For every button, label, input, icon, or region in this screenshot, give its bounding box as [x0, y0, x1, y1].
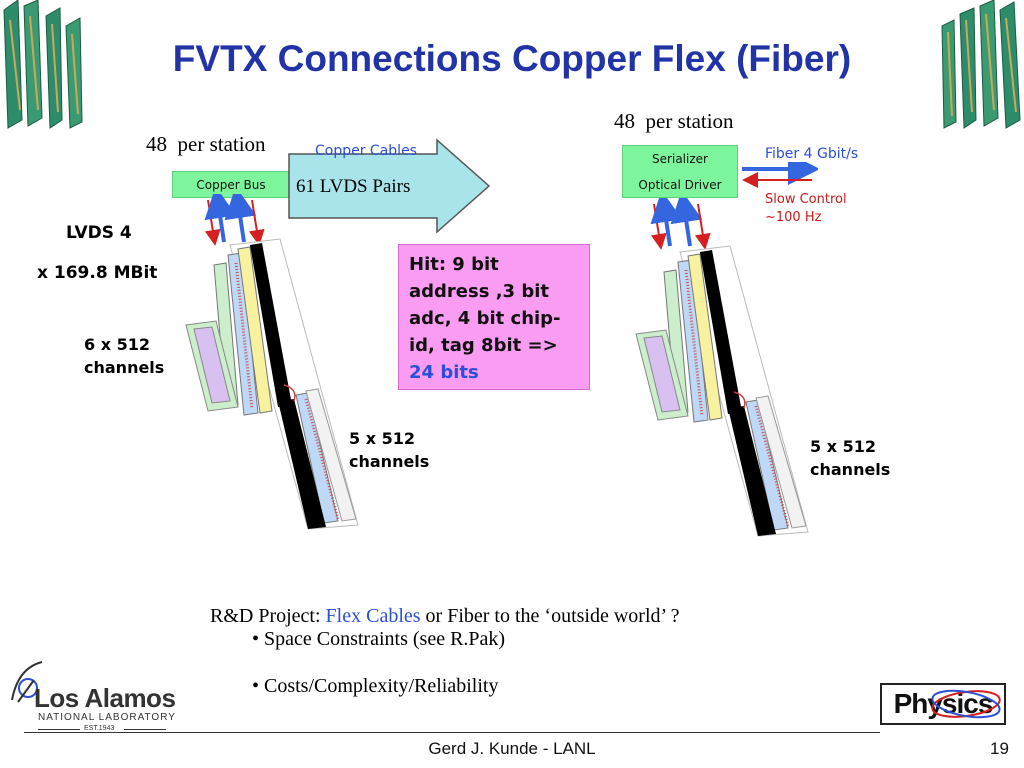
- project-bullet-1: • Space Constraints (see R.Pak): [252, 628, 506, 650]
- large-channels-line-1: 5 x 512: [349, 429, 415, 448]
- lanl-logo-rule-left: [38, 729, 80, 730]
- project-bullet-2: • Costs/Complexity/Reliability: [252, 675, 499, 697]
- project-highlight: Flex Cables: [325, 605, 421, 627]
- lanl-logo-subtitle: NATIONAL LABORATORY: [38, 712, 176, 723]
- copper-cables-label: Copper Cables: [315, 143, 417, 159]
- lanl-logo-icon: [11, 661, 43, 703]
- slow-control-line-1: Slow Control: [765, 192, 847, 207]
- physics-orbit-icon: [931, 689, 1001, 719]
- lvds-rate-line-1: LVDS 4: [66, 223, 132, 243]
- project-line: R&D Project: Flex Cables or Fiber to the…: [200, 582, 680, 628]
- right-channels-line-1: 5 x 512: [810, 437, 876, 456]
- large-channels-line-2: channels: [349, 452, 430, 471]
- slide-title: FVTX Connections Copper Flex (Fiber): [172, 38, 852, 79]
- left-signal-arrows: [204, 194, 265, 246]
- copper-bus-label: Copper Bus: [196, 177, 266, 192]
- small-channels-line-1: 6 x 512: [84, 335, 150, 354]
- lanl-logo-rule-right: [124, 729, 166, 730]
- page-number: 19: [990, 739, 1009, 758]
- project-suffix: or Fiber to the ‘outside world’ ?: [420, 605, 680, 627]
- lvds-pairs-label: 61 LVDS Pairs: [296, 176, 411, 197]
- right-per-station-label: 48 per station: [614, 109, 734, 133]
- lanl-logo-established: EST.1943: [84, 725, 115, 732]
- detector-wedge-graphic-right: [941, 0, 1021, 129]
- left-per-station-label: 48 per station: [146, 132, 266, 156]
- optical-driver-label: Optical Driver: [638, 177, 722, 192]
- left-detector-strip: [185, 238, 359, 530]
- physics-logo: Physics: [880, 683, 1006, 725]
- lvds-rate-line-2: x 169.8 MBit: [37, 263, 158, 283]
- footer-divider: [24, 732, 880, 733]
- serializer-label: Serializer: [652, 151, 708, 166]
- slow-control-line-2: ~100 Hz: [765, 210, 822, 225]
- right-detector-strip: [635, 245, 809, 537]
- project-prefix: R&D Project:: [210, 605, 326, 627]
- small-channels-line-2: channels: [84, 358, 165, 377]
- copper-bus-box: Copper Bus: [172, 171, 290, 198]
- lanl-logo-name: Los Alamos: [34, 683, 176, 713]
- right-channels-line-2: channels: [810, 460, 891, 479]
- fiber-arrows: [742, 162, 818, 188]
- footer-author: Gerd J. Kunde - LANL: [428, 739, 596, 758]
- hit-format-bits: 24 bits: [409, 362, 479, 383]
- hit-format-text: Hit: 9 bit address ,3 bit adc, 4 bit chi…: [409, 254, 561, 356]
- copper-cables-arrow: [288, 138, 491, 234]
- fiber-label: Fiber 4 Gbit/s: [765, 146, 859, 162]
- right-signal-arrows: [650, 198, 711, 250]
- serializer-box: Serializer Optical Driver: [622, 145, 738, 198]
- detector-wedge-graphic-left: [3, 0, 83, 129]
- hit-format-box: Hit: 9 bit address ,3 bit adc, 4 bit chi…: [398, 244, 590, 390]
